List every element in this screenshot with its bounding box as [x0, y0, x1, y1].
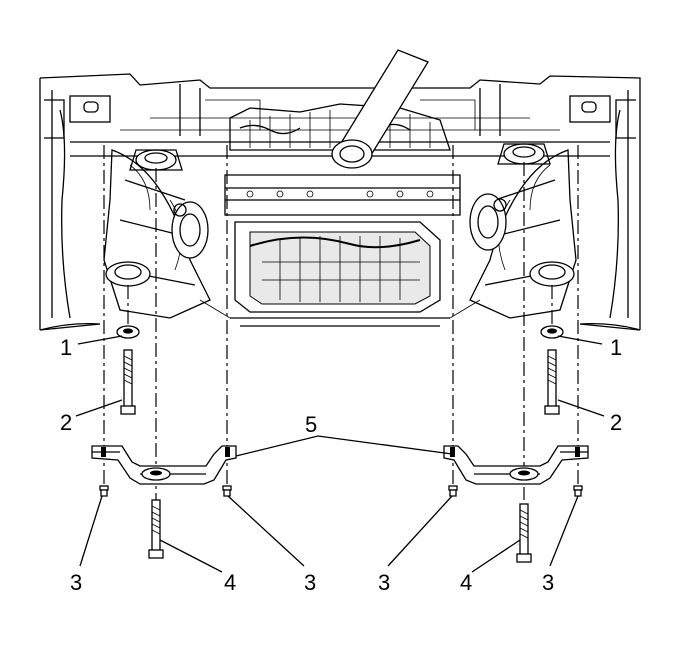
callout-labels: 1 1 2 2 5 3 4 3 3 4 3	[60, 335, 622, 595]
support-bracket-right	[443, 445, 589, 485]
callout-2-right: 2	[610, 410, 622, 435]
callout-1-left: 1	[60, 335, 72, 360]
long-bolt-right	[544, 349, 560, 415]
lower-bolt-right	[516, 503, 532, 563]
lower-bolt-left	[148, 499, 164, 559]
short-bolt-a	[99, 485, 109, 497]
callout-3-c: 3	[378, 570, 390, 595]
short-bolt-d	[573, 485, 583, 497]
leader-lines	[75, 335, 605, 573]
support-bracket-left	[91, 445, 237, 485]
callout-1-right: 1	[610, 335, 622, 360]
short-bolt-b	[222, 485, 232, 497]
alignment-centerlines	[103, 145, 579, 500]
callout-5: 5	[305, 412, 317, 437]
washer-left	[116, 325, 140, 339]
washer-right	[540, 325, 564, 339]
callout-3-b: 3	[304, 570, 316, 595]
callout-3-d: 3	[542, 570, 554, 595]
callout-3-a: 3	[70, 570, 82, 595]
callout-4-right: 4	[460, 570, 472, 595]
callout-2-left: 2	[60, 410, 72, 435]
long-bolt-left	[120, 349, 136, 415]
callout-4-left: 4	[224, 570, 236, 595]
vehicle-underbody	[39, 49, 641, 331]
short-bolt-c	[448, 485, 458, 497]
